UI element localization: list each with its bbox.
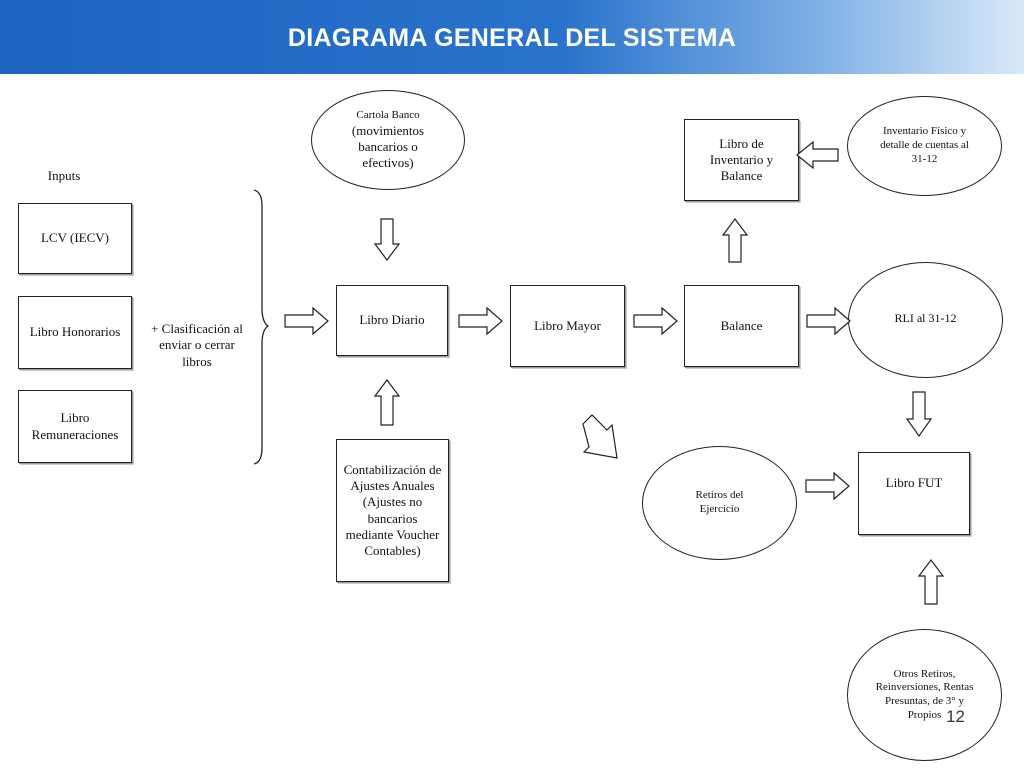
- title-banner: DIAGRAMA GENERAL DEL SISTEMA: [0, 0, 1024, 74]
- arrow-mayor-to-retiros: [582, 414, 618, 459]
- libro-fut-box: Libro FUT: [858, 452, 970, 535]
- slide-title: DIAGRAMA GENERAL DEL SISTEMA: [287, 24, 737, 52]
- input-libro-honorarios: Libro Honorarios: [18, 296, 132, 369]
- arrow-cartola-to-diario: [373, 218, 401, 261]
- arrow-balance-to-inventario: [721, 218, 749, 263]
- balance-box: Balance: [684, 285, 799, 367]
- arrow-diario-to-mayor: [458, 306, 503, 336]
- arrow-bracket-to-diario: [284, 306, 329, 336]
- libro-inventario-box: Libro de Inventario y Balance: [684, 119, 799, 201]
- page-number: 12: [946, 707, 965, 726]
- libro-mayor-box: Libro Mayor: [510, 285, 625, 367]
- arrow-otros-to-fut: [917, 559, 945, 605]
- inputs-label: Inputs: [47, 168, 81, 183]
- arrow-rli-to-fut: [905, 391, 933, 438]
- input-lcv: LCV (IECV): [18, 203, 132, 274]
- retiros-ejercicio-ellipse: Retiros del Ejercicio: [642, 446, 797, 560]
- cartola-banco-subtitle: (movimientos bancarios o efectivos): [351, 122, 425, 171]
- arrow-contab-to-diario: [373, 379, 401, 426]
- arrow-retiros-to-fut: [805, 471, 850, 501]
- input-libro-remuneraciones: Libro Remuneraciones: [18, 390, 132, 463]
- arrow-mayor-to-balance: [633, 306, 678, 336]
- otros-retiros-ellipse: Otros Retiros, Reinversiones, Rentas Pre…: [847, 629, 1002, 761]
- contabilizacion-box: Contabilización de Ajustes Anuales (Ajus…: [336, 439, 449, 582]
- cartola-banco-title: Cartola Banco: [356, 108, 420, 121]
- libro-diario-box: Libro Diario: [336, 285, 448, 356]
- cartola-banco-ellipse: Cartola Banco (movimientos bancarios o e…: [311, 90, 465, 190]
- arrow-inventario-fisico-to-libro: [796, 140, 839, 170]
- inputs-bracket: [253, 189, 270, 465]
- arrow-balance-to-rli: [806, 306, 851, 336]
- clasificacion-note: + Clasificación al enviar o cerrar libro…: [151, 321, 243, 369]
- inventario-fisico-ellipse: Inventario Físico y detalle de cuentas a…: [847, 96, 1002, 196]
